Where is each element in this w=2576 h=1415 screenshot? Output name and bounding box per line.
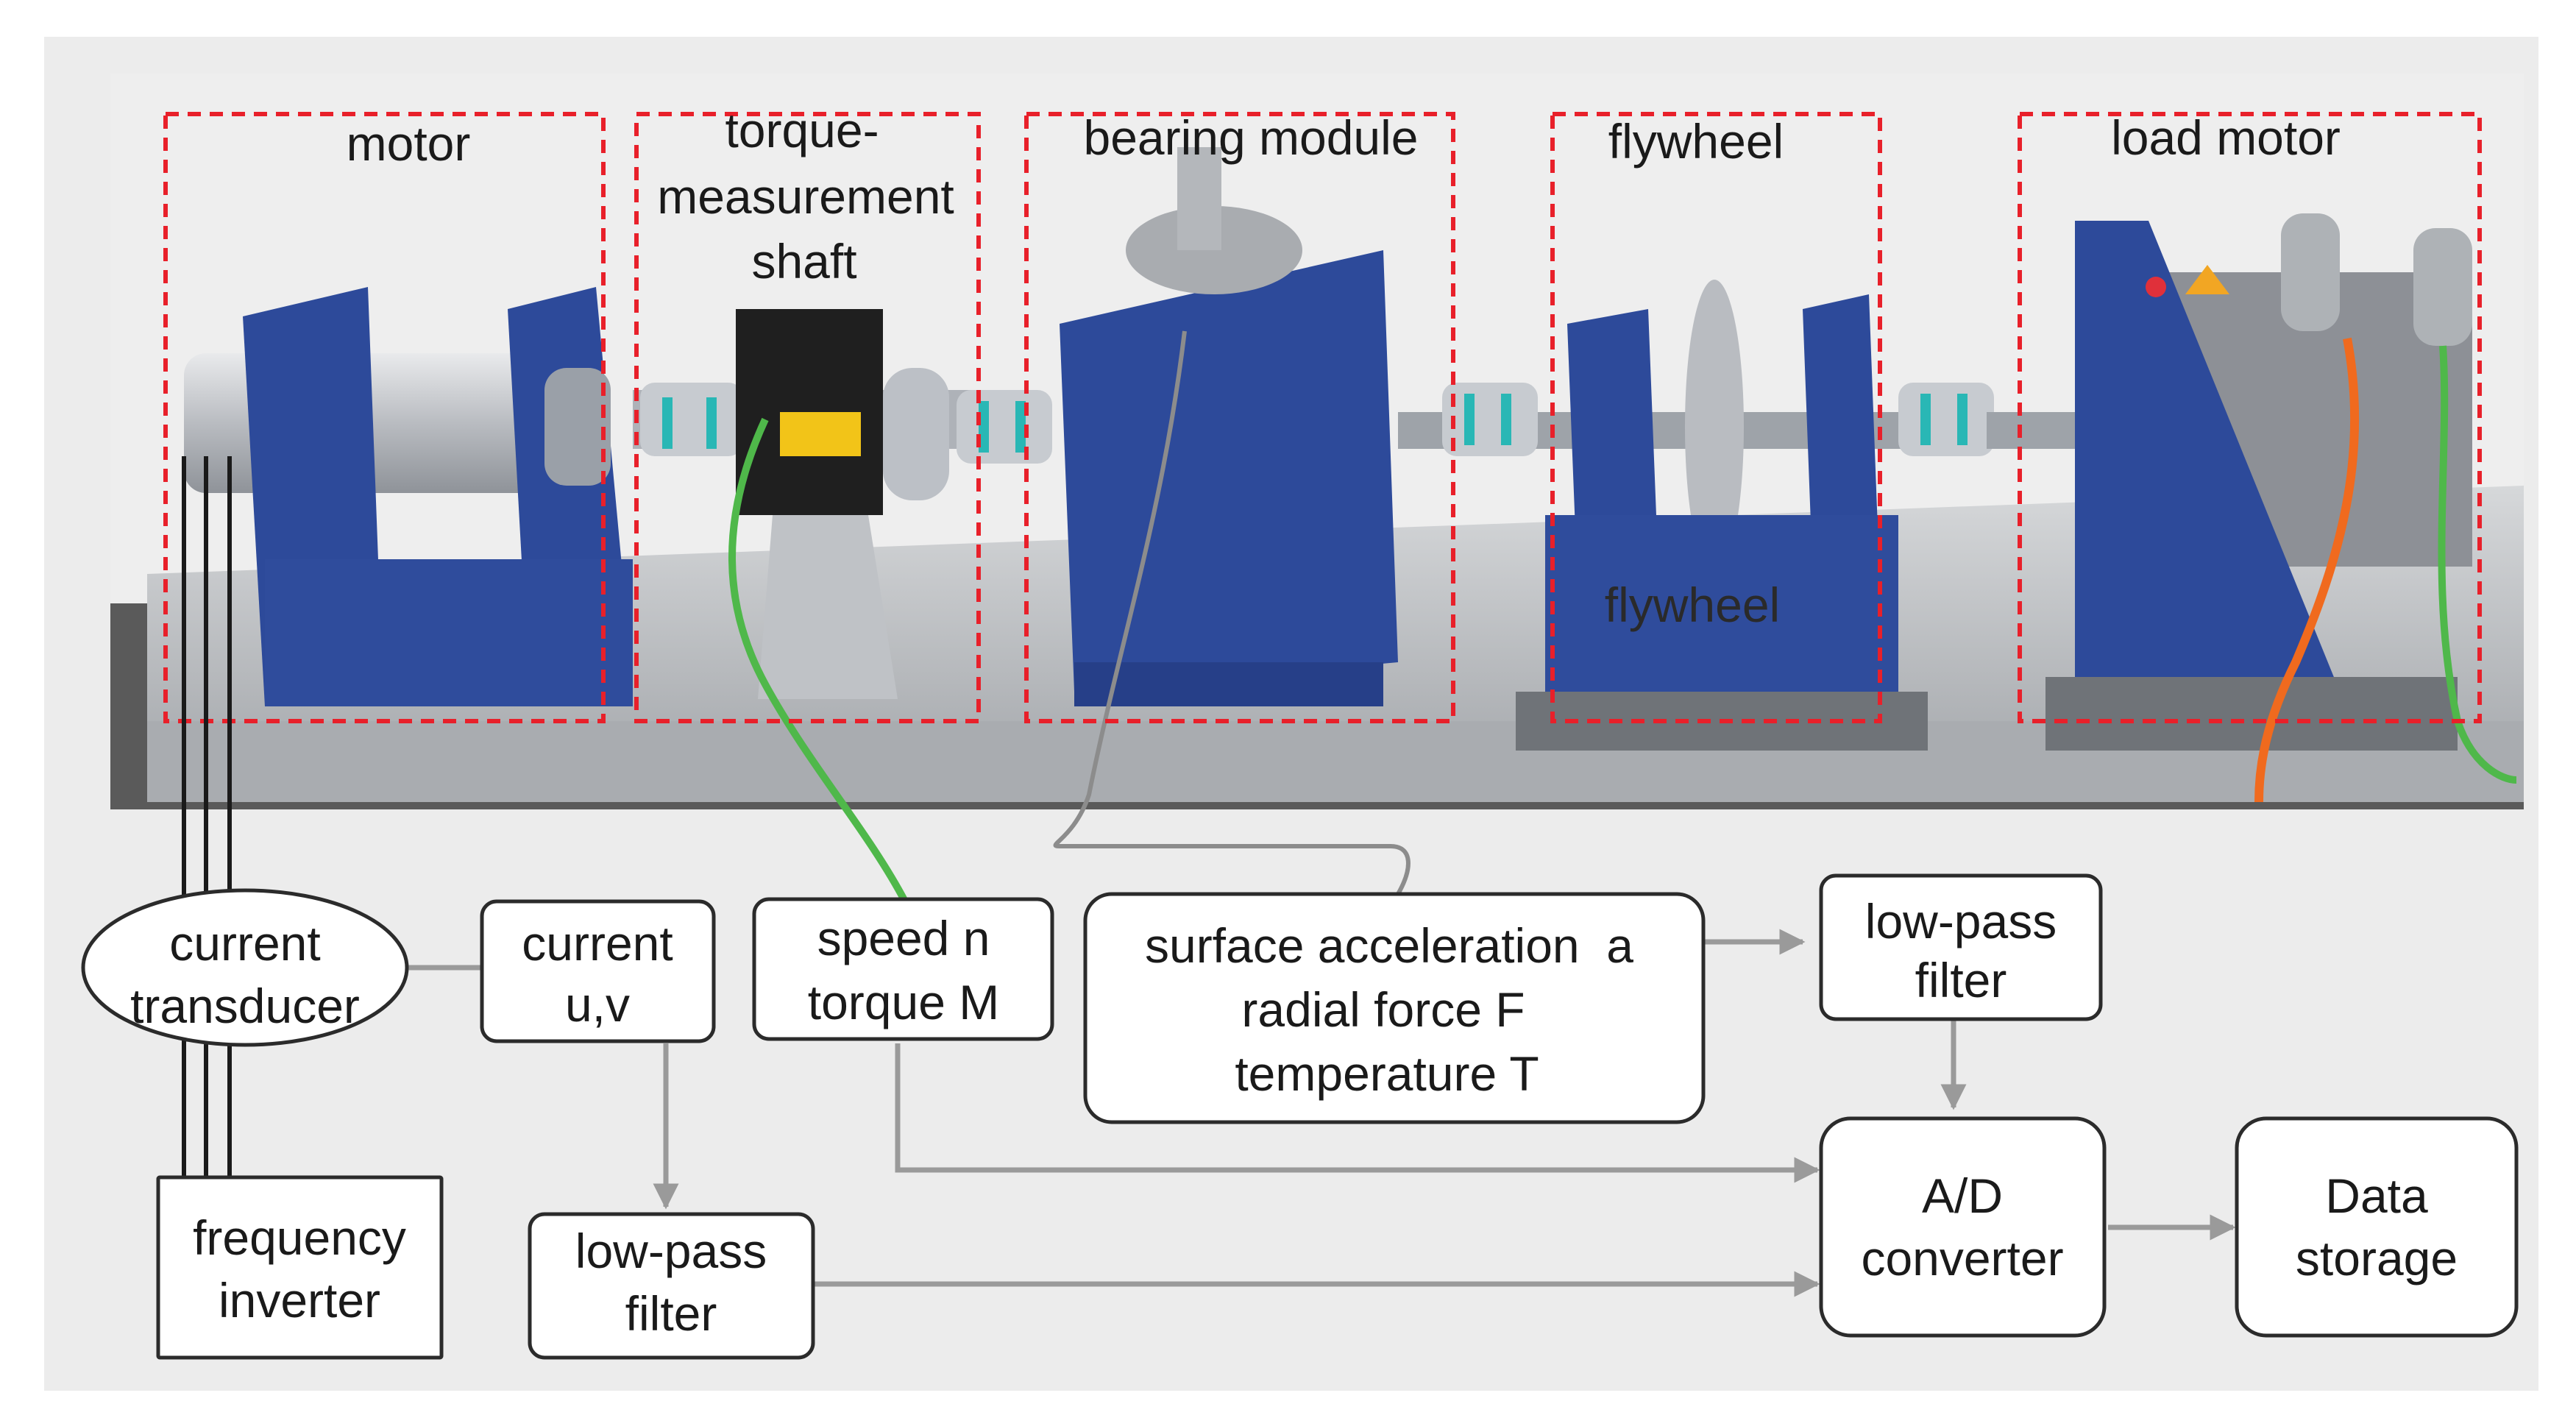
motor-label: motor [347, 116, 471, 171]
flywheel-inner-label: flywheel [1605, 578, 1780, 632]
lowpass-bottom-label-1: low-pass [575, 1224, 767, 1278]
speed-to-ad-arrow [895, 1043, 1820, 1183]
sensors-label-3: temperature T [1235, 1046, 1539, 1101]
ad-converter-block [1819, 1116, 2107, 1338]
frequency-inverter-label-2: inverter [219, 1273, 380, 1327]
speed-torque-block [752, 897, 1054, 1041]
bearing-module-assembly [1060, 147, 1398, 706]
torque-shaft-label-line1: torque- [725, 103, 879, 157]
flywheel-outline [1550, 112, 1882, 723]
ad-converter-label-1: A/D [1922, 1168, 2003, 1223]
load-motor-outline [2018, 112, 2482, 723]
motor-outline [163, 112, 606, 723]
lowpass-top-label-1: low-pass [1865, 894, 2057, 948]
signal-connectors [408, 929, 2236, 1297]
lowpass-top-block [1819, 873, 2103, 1021]
flywheel-label: flywheel [1608, 114, 1784, 169]
current-uv-block [480, 899, 716, 1043]
current-transducer-label-2: transducer [130, 979, 360, 1033]
lowpass-bottom-label-2: filter [625, 1286, 717, 1341]
current-uv-label-1: current [522, 916, 673, 971]
sensors-label-1: surface acceleration a [1145, 918, 1633, 973]
speed-torque-label-2: torque M [808, 975, 999, 1029]
bearing-module-outline [1024, 112, 1455, 723]
current-uv-label-2: u,v [565, 977, 630, 1032]
lowpass-top-label-2: filter [1915, 953, 2007, 1007]
current-transducer-label-1: current [169, 916, 320, 971]
speed-torque-label-1: speed n [817, 911, 990, 965]
bearing-module-label: bearing module [1084, 110, 1419, 165]
lowpass-bottom-block [528, 1212, 815, 1360]
coupling-2 [957, 390, 1052, 464]
data-storage-label-1: Data [2325, 1168, 2428, 1223]
frequency-inverter-block [156, 1175, 444, 1360]
power-wires [182, 456, 232, 1177]
load-motor-orange-cable [2254, 337, 2360, 803]
torque-shaft-label-line2: measurement [657, 169, 954, 224]
torque-shaft-label-line3: shaft [751, 234, 856, 288]
data-storage-block [2235, 1116, 2519, 1338]
data-storage-label-2: storage [2296, 1231, 2458, 1285]
photo-region [110, 74, 2524, 904]
load-motor-green-cable [2438, 345, 2517, 784]
signal-blocks [81, 873, 2519, 1360]
sensors-label-2: radial force F [1241, 982, 1525, 1037]
load-motor-assembly [2045, 213, 2472, 751]
bearing-sensor-cable [1053, 330, 1411, 896]
frequency-inverter-label-1: frequency [193, 1210, 406, 1265]
sensors-block [1083, 892, 1706, 1124]
load-motor-label: load motor [2111, 110, 2341, 165]
module-outlines [163, 112, 2482, 723]
speed-torque-cable [728, 417, 909, 904]
current-transducer-block [81, 888, 409, 1047]
torque-shaft-assembly [633, 309, 971, 699]
ad-converter-label-2: converter [1861, 1231, 2063, 1285]
motor-assembly [184, 287, 633, 706]
torque-shaft-outline [634, 112, 981, 723]
